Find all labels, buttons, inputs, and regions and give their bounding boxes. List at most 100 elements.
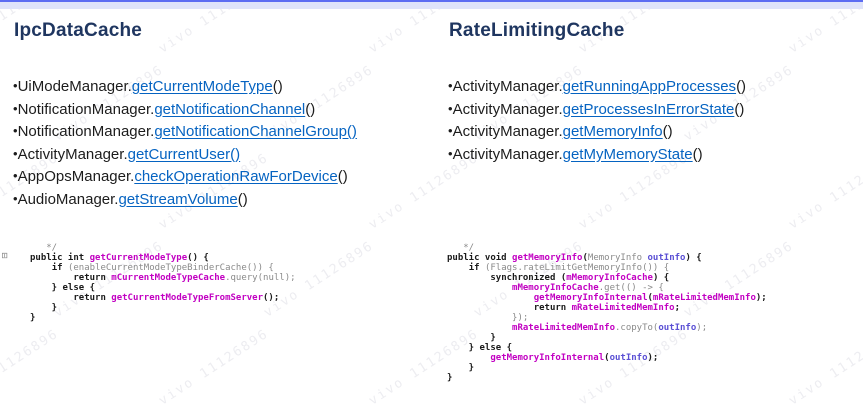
api-class-prefix: NotificationManager. [17, 123, 155, 140]
code-line: public int getCurrentModeType() { [30, 253, 296, 263]
code-token-def: ); [755, 293, 767, 303]
code-line: return mCurrentModeTypeCache.query(null)… [30, 273, 295, 283]
api-class-prefix: ActivityManager. [452, 123, 563, 140]
api-class-prefix: ActivityManager. [452, 100, 563, 118]
left-api-item: •NotificationManager.getNotificationChan… [13, 120, 357, 143]
code-token-kw: if [468, 263, 485, 273]
right-api-item: •ActivityManager.getProcessesInErrorStat… [448, 98, 746, 121]
code-token-plain: */ [30, 243, 58, 253]
right-api-item: •ActivityManager.getMemoryInfo() [448, 120, 746, 143]
api-method-link[interactable]: getMyMemoryState [562, 145, 693, 163]
left-api-item: •AudioManager.getStreamVolume() [13, 188, 357, 211]
api-method-link[interactable]: getRunningAppProcesses [562, 78, 737, 95]
code-token-def [447, 283, 512, 293]
code-token-plain: MemoryInfo [587, 253, 648, 263]
code-token-id: getCurrentModeType [89, 253, 188, 263]
api-class-prefix: ActivityManager. [452, 145, 563, 163]
api-class-prefix: AudioManager. [17, 190, 119, 208]
code-token-def: } [30, 303, 58, 313]
api-method-link[interactable]: getNotificationChannel [154, 100, 306, 118]
api-call-parens: () [734, 100, 745, 118]
left-api-list: •UiModeManager.getCurrentModeType()•Noti… [13, 75, 357, 210]
code-token-kw: public int [30, 253, 90, 263]
right-column-title: RateLimitingCache [449, 20, 625, 41]
code-token-def: ; [674, 303, 681, 313]
code-token-blue: outInfo [647, 253, 686, 263]
code-token-plain: (enableCurrentModeTypeBinderCache()) { [67, 263, 274, 273]
bullet-glyph: • [13, 78, 18, 93]
left-api-item: •AppOpsManager.checkOperationRawForDevic… [13, 165, 357, 188]
code-line: getMemoryInfoInternal(outInfo); [447, 353, 767, 363]
code-line: */ [447, 243, 767, 253]
api-method-link[interactable]: getProcessesInErrorState [562, 100, 735, 118]
code-token-plain: (Flags.rateLimitGetMemoryInfo()) { [484, 263, 670, 273]
code-token-def: (); [263, 293, 280, 303]
code-token-def: ( [582, 253, 588, 263]
api-class-prefix: UiModeManager. [17, 78, 132, 95]
api-class-prefix: NotificationManager. [17, 100, 155, 118]
bullet-glyph: • [13, 100, 18, 116]
code-token-id: getMemoryInfo [512, 253, 583, 263]
bullet-glyph: • [13, 168, 18, 183]
code-token-blue: outInfo [658, 323, 697, 333]
code-line: } else { [30, 283, 296, 293]
code-token-id: mMemoryInfoCache [566, 273, 653, 283]
code-token-id: getMemoryInfoInternal [490, 353, 605, 363]
code-token-def: ( [604, 353, 610, 363]
right-code-snippet: */public void getMemoryInfo(MemoryInfo o… [447, 243, 767, 383]
code-token-kw: return [73, 293, 112, 303]
api-method-link[interactable]: getNotificationChannelGroup() [154, 123, 357, 140]
code-line: if (enableCurrentModeTypeBinderCache()) … [30, 263, 296, 273]
code-token-def: ); [647, 353, 659, 363]
left-column-title: IpcDataCache [14, 20, 143, 41]
code-token-plain: */ [447, 243, 475, 253]
code-token-kw: public void [447, 253, 513, 263]
code-line: return getCurrentModeTypeFromServer(); [30, 293, 296, 303]
code-token-def [447, 293, 534, 303]
code-line: if (Flags.rateLimitGetMemoryInfo()) { [447, 263, 767, 273]
right-api-item: •ActivityManager.getRunningAppProcesses(… [448, 75, 746, 98]
bullet-glyph: • [448, 78, 453, 93]
api-method-link[interactable]: getMemoryInfo [562, 123, 663, 140]
api-call-parens: () [337, 168, 348, 185]
code-token-plain: }); [447, 313, 529, 323]
api-call-parens: () [736, 78, 747, 95]
code-token-kw: } else { [30, 283, 96, 293]
code-token-def [447, 323, 512, 333]
code-token-kw: } else { [447, 343, 513, 353]
bullet-glyph: • [448, 100, 453, 116]
code-line: } else { [447, 343, 767, 353]
code-line: public void getMemoryInfo(MemoryInfo out… [447, 253, 767, 263]
code-token-id: getCurrentModeTypeFromServer [111, 293, 264, 303]
code-token-def: } [30, 313, 36, 323]
code-token-id: getMemoryInfoInternal [533, 293, 648, 303]
api-method-link[interactable]: getCurrentModeType [131, 78, 273, 95]
api-method-link[interactable]: checkOperationRawForDevice [134, 168, 338, 185]
left-code-snippet: */public int getCurrentModeType() { if (… [30, 243, 296, 323]
code-token-kw: synchronized [490, 273, 561, 283]
bullet-glyph: • [448, 145, 453, 161]
bullet-glyph: • [13, 190, 18, 206]
code-line: mMemoryInfoCache.get(() -> { [447, 283, 767, 293]
api-method-link[interactable]: getStreamVolume [118, 190, 238, 208]
api-method-link[interactable]: getCurrentUser() [127, 145, 241, 163]
api-call-parens: () [305, 100, 316, 118]
code-token-def: ( [560, 273, 567, 283]
right-api-item: •ActivityManager.getMyMemoryState() [448, 143, 746, 166]
code-line: } [447, 333, 767, 343]
code-line: }); [447, 313, 767, 323]
code-line: } [30, 313, 296, 323]
code-fold-marker-icon: ⊟ [0, 252, 10, 258]
code-line: } [447, 363, 767, 373]
code-token-def: } [447, 363, 475, 373]
left-api-item: •ActivityManager.getCurrentUser() [13, 143, 357, 166]
api-call-parens: () [692, 145, 703, 163]
code-token-def: ) { [652, 273, 670, 283]
code-line: return mRateLimitedMemInfo; [447, 303, 767, 313]
code-line: } [447, 373, 767, 383]
left-api-item: •UiModeManager.getCurrentModeType() [13, 75, 357, 98]
code-token-def: } [447, 333, 496, 343]
top-accent-bar [0, 0, 863, 9]
code-token-kw: return [73, 273, 112, 283]
code-token-id: mCurrentModeTypeCache [111, 273, 226, 283]
